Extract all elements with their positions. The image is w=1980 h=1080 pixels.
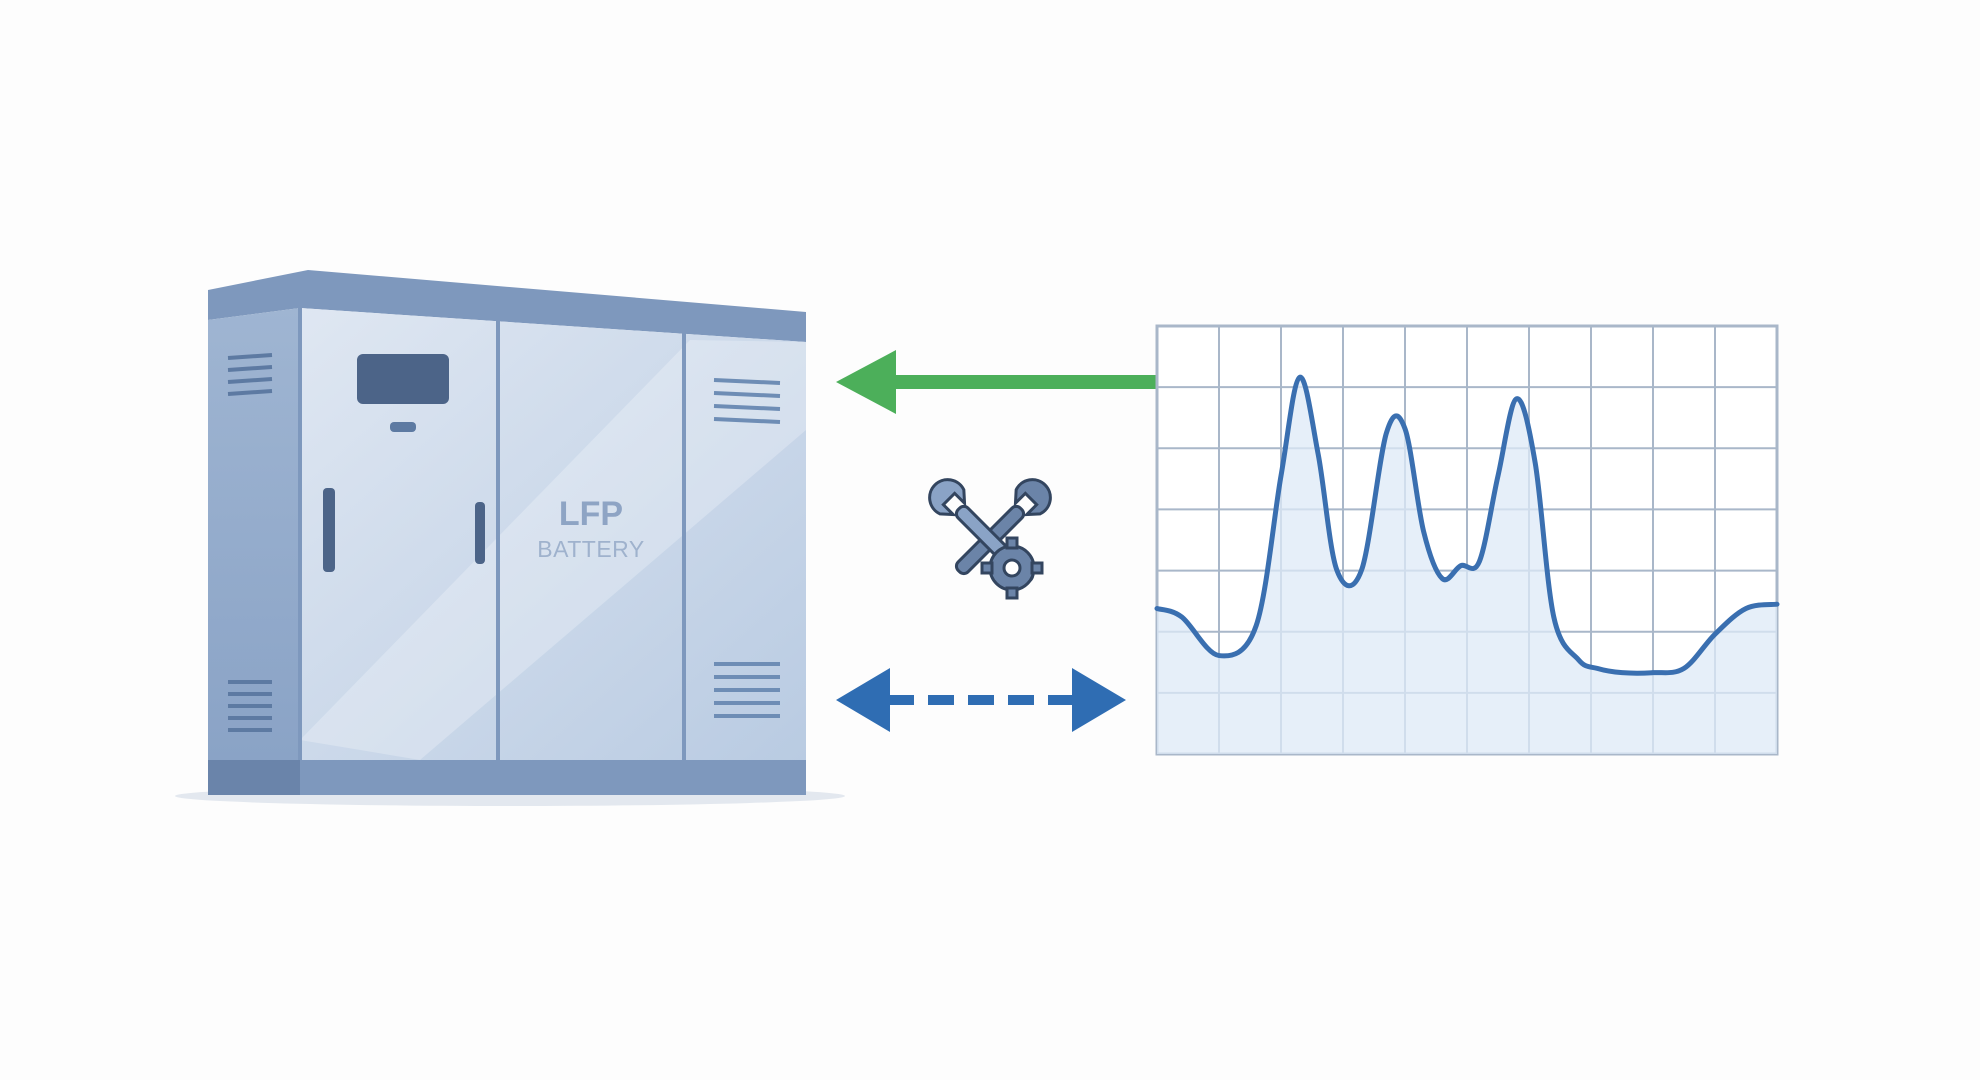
cabinet-indicator: [390, 422, 416, 432]
cabinet-base: [208, 760, 806, 795]
door-handle: [323, 488, 335, 572]
cabinet-top: [208, 270, 806, 342]
double-arrow-dashed-icon: [836, 668, 1126, 732]
wrench-gear-icon: [928, 478, 1052, 600]
cabinet-highlight: [300, 340, 806, 760]
load-profile-chart: [1154, 324, 1780, 756]
series-area: [1157, 377, 1777, 754]
battery-sub-label: BATTERY: [537, 536, 644, 562]
battery-cabinet-icon: LFP BATTERY: [175, 270, 845, 806]
cabinet-display: [357, 354, 449, 404]
vent-grille: [713, 378, 781, 424]
vent-grille: [228, 680, 272, 732]
door-handle: [475, 502, 485, 564]
battery-type-label: LFP: [559, 495, 623, 533]
series-line: [1154, 374, 1780, 676]
cabinet-base-side: [208, 760, 300, 795]
cabinet-front: [300, 308, 806, 760]
cabinet-side: [208, 308, 300, 760]
vent-grille: [227, 353, 273, 396]
vent-grille: [714, 662, 780, 718]
